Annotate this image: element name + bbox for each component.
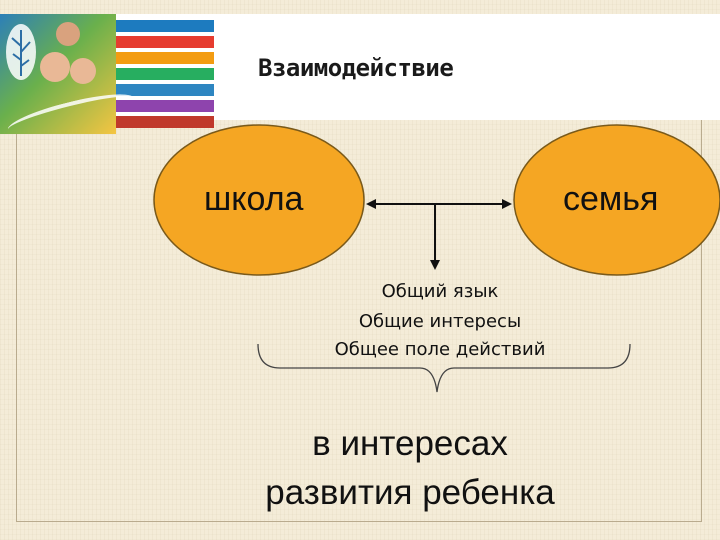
family-label: семья [563, 180, 659, 218]
logo-stripe [116, 52, 214, 64]
result-line-2: развития ребенка [265, 473, 555, 512]
school-logo [0, 14, 214, 134]
logo-stripe [116, 84, 214, 96]
tree-emblem-icon [6, 24, 36, 80]
child-face [70, 58, 96, 84]
child-face [56, 22, 80, 46]
logo-photo [0, 14, 116, 134]
school-node [153, 124, 365, 276]
common-item: Общие интересы [358, 311, 522, 332]
logo-stripe [116, 20, 214, 32]
page-title: Взаимодействие [258, 54, 454, 82]
common-item: Общее поле действий [334, 339, 546, 360]
common-item: Общий язык [381, 281, 499, 302]
logo-stripe [116, 100, 214, 112]
curly-brace-icon [257, 343, 631, 393]
result-line-1: в интересах [312, 424, 508, 463]
logo-stripe [116, 68, 214, 80]
school-label: школа [204, 180, 304, 218]
child-face [40, 52, 70, 82]
family-node [513, 124, 720, 276]
logo-stripe [116, 36, 214, 48]
logo-stripe [116, 116, 214, 128]
